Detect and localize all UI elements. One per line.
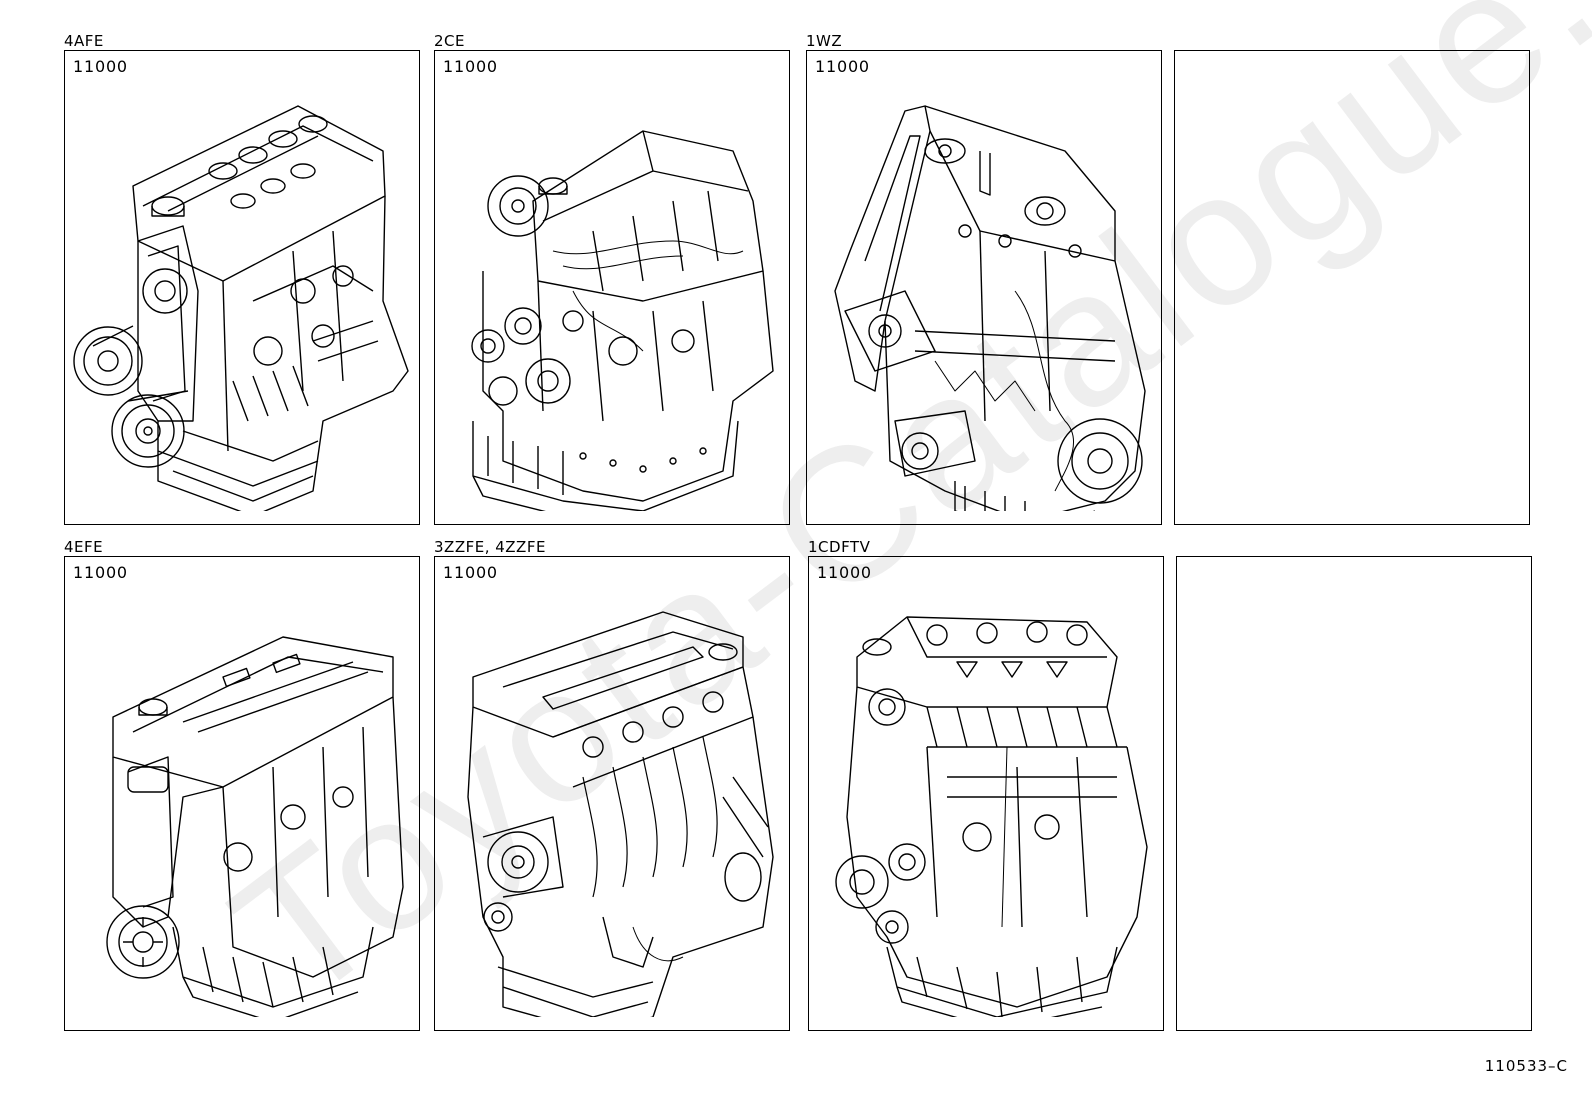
engine-label: 4EFE [64,538,104,556]
panel-frame: 11000 [64,50,420,525]
panel-frame-empty [1174,50,1530,525]
part-number[interactable]: 11000 [73,57,128,76]
panel-frame: 11000 [434,556,790,1031]
part-number[interactable]: 11000 [73,563,128,582]
engine-label: 2CE [434,32,465,50]
engine-illustration-3zzfe-4zzfe-icon[interactable] [439,597,787,1017]
panel-frame: 11000 [806,50,1162,525]
engine-label: 1WZ [806,32,843,50]
part-number[interactable]: 11000 [815,57,870,76]
part-number[interactable]: 11000 [817,563,872,582]
panel-frame: 11000 [64,556,420,1031]
engine-illustration-4afe-icon[interactable] [69,91,417,511]
engine-illustration-1cdftv-icon[interactable] [813,597,1161,1017]
engine-illustration-4efe-icon[interactable] [69,597,417,1017]
engine-illustration-2ce-icon[interactable] [439,91,787,511]
panel-frame-empty [1176,556,1532,1031]
panel-frame: 11000 [434,50,790,525]
engine-label: 1CDFTV [808,538,871,556]
engine-label: 4AFE [64,32,104,50]
engine-label: 3ZZFE, 4ZZFE [434,538,546,556]
part-number[interactable]: 11000 [443,57,498,76]
part-number[interactable]: 11000 [443,563,498,582]
engine-illustration-1wz-icon[interactable] [811,91,1159,511]
figure-code: 110533–C [1484,1057,1568,1075]
panel-frame: 11000 [808,556,1164,1031]
